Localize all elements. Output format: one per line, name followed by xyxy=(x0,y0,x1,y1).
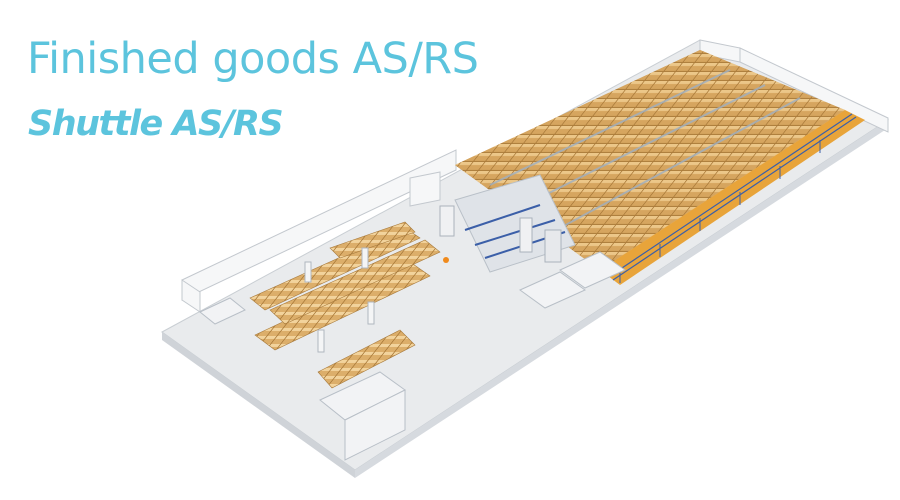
page-title: Finished goods AS/RS xyxy=(27,34,479,84)
outer-walls xyxy=(181,39,889,313)
conveyor-zone xyxy=(439,174,576,273)
pallet-storage xyxy=(249,221,441,389)
service-rooms xyxy=(199,251,626,461)
page-subtitle: Shuttle AS/RS xyxy=(28,104,284,144)
